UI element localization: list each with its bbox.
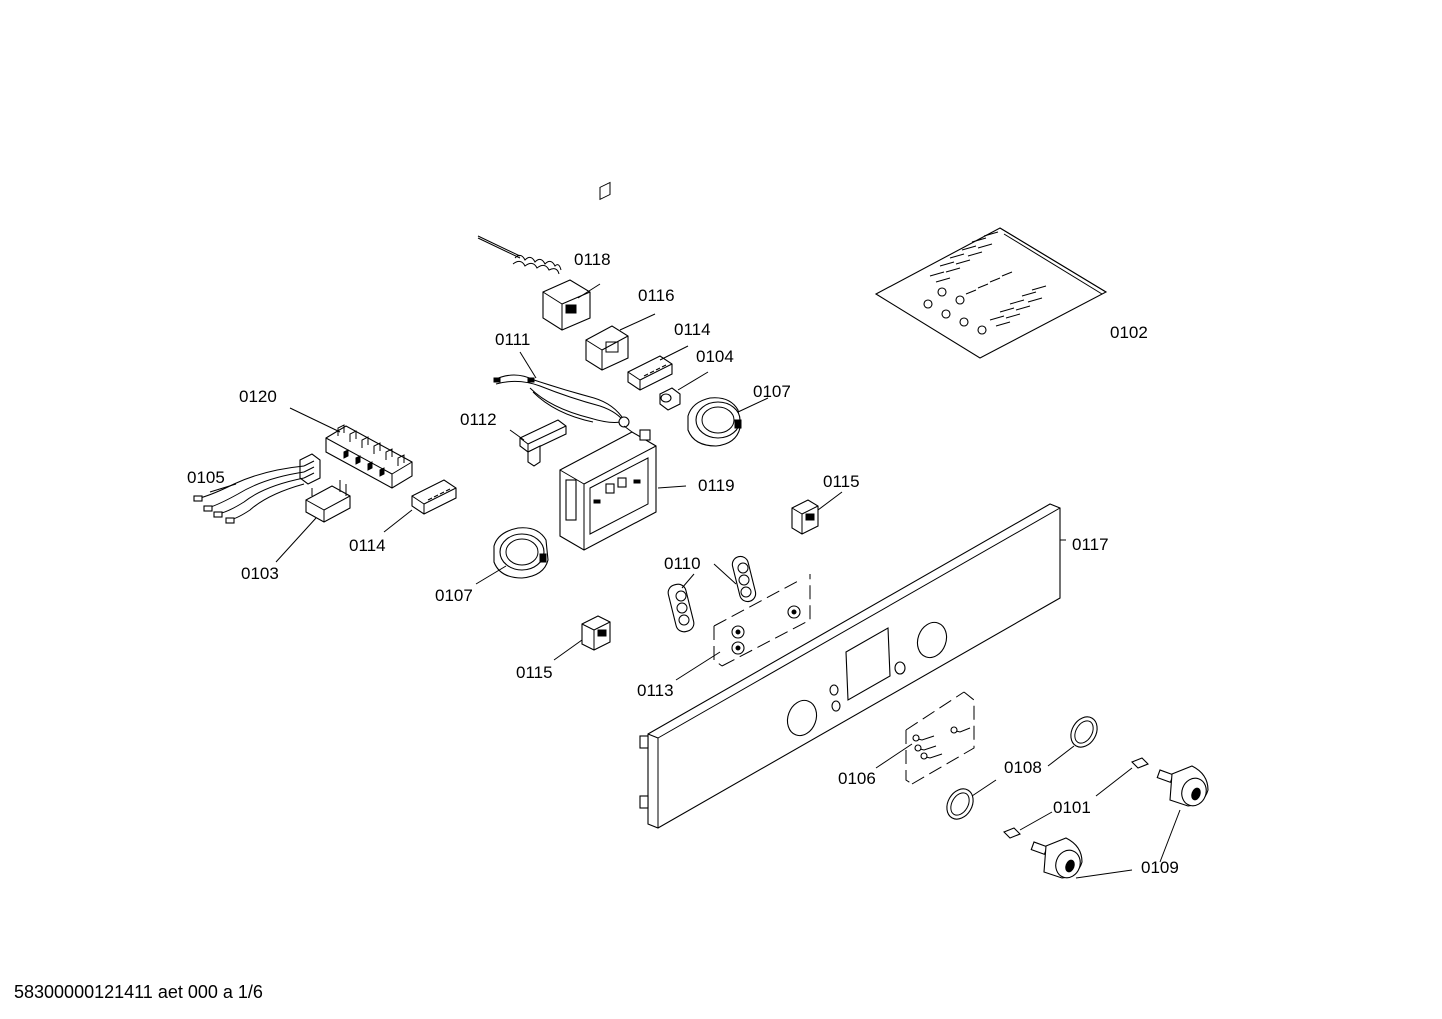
part-0112-plate [509, 419, 567, 467]
part-0105-wire-leads [193, 465, 305, 524]
label-0120: 0120 [239, 387, 277, 406]
part-0107-bezel-lower [475, 527, 549, 585]
part-0116-bracket [585, 313, 656, 371]
label-0113: 0113 [637, 681, 674, 700]
part-0117-control-panel [639, 503, 1066, 829]
label-0110: 0110 [664, 554, 701, 573]
label-0108: 0108 [1004, 758, 1042, 777]
label-0109: 0109 [1141, 858, 1179, 877]
part-0114-clip-top [627, 345, 689, 391]
part-0109-knobs [1030, 765, 1209, 879]
callout-labels: 0118 0116 0114 0111 0104 0107 0120 0112 … [187, 250, 1179, 877]
label-0115-left: 0115 [516, 663, 553, 682]
label-0119: 0119 [698, 476, 735, 495]
label-0107-lower: 0107 [435, 586, 473, 605]
label-0107-top: 0107 [753, 382, 791, 401]
footer-document-id: 58300000121411 aet 000 a 1/6 [14, 982, 263, 1002]
part-0120-terminal-block [289, 407, 413, 489]
part-0101-clips [1003, 757, 1149, 839]
bag-screws [923, 231, 1047, 335]
part-0115-switch-right [791, 491, 843, 535]
part-0103-clamp [275, 480, 351, 563]
part-0115-switch-left [553, 615, 611, 661]
part-0106-panel-screws [875, 691, 975, 785]
part-0111-wire-loom [493, 351, 630, 428]
part-0114-clip-lower [383, 479, 457, 533]
label-0112: 0112 [460, 410, 497, 429]
label-0118: 0118 [574, 250, 611, 269]
label-0102: 0102 [1110, 323, 1148, 342]
part-0110-light-guides [667, 555, 757, 633]
label-0101: 0101 [1053, 798, 1091, 817]
part-0102-screw-bag [874, 227, 1108, 359]
label-0111: 0111 [495, 330, 530, 349]
label-0116: 0116 [638, 286, 675, 305]
part-0113-screw-group [675, 574, 811, 681]
label-0105: 0105 [187, 468, 225, 487]
label-0106: 0106 [838, 769, 876, 788]
label-0115-right: 0115 [823, 472, 860, 491]
part-0118-thermostat [477, 235, 601, 331]
label-0114-lower: 0114 [349, 536, 386, 555]
label-0104: 0104 [696, 347, 734, 366]
label-0117: 0117 [1072, 535, 1109, 554]
label-0114-top: 0114 [674, 320, 711, 339]
label-0103: 0103 [241, 564, 279, 583]
part-0104-cylinder [659, 371, 709, 411]
part-0119-timer-module [559, 181, 687, 551]
part-0107-bezel-top [687, 397, 769, 447]
part-0108-trim-rings [946, 716, 1098, 820]
